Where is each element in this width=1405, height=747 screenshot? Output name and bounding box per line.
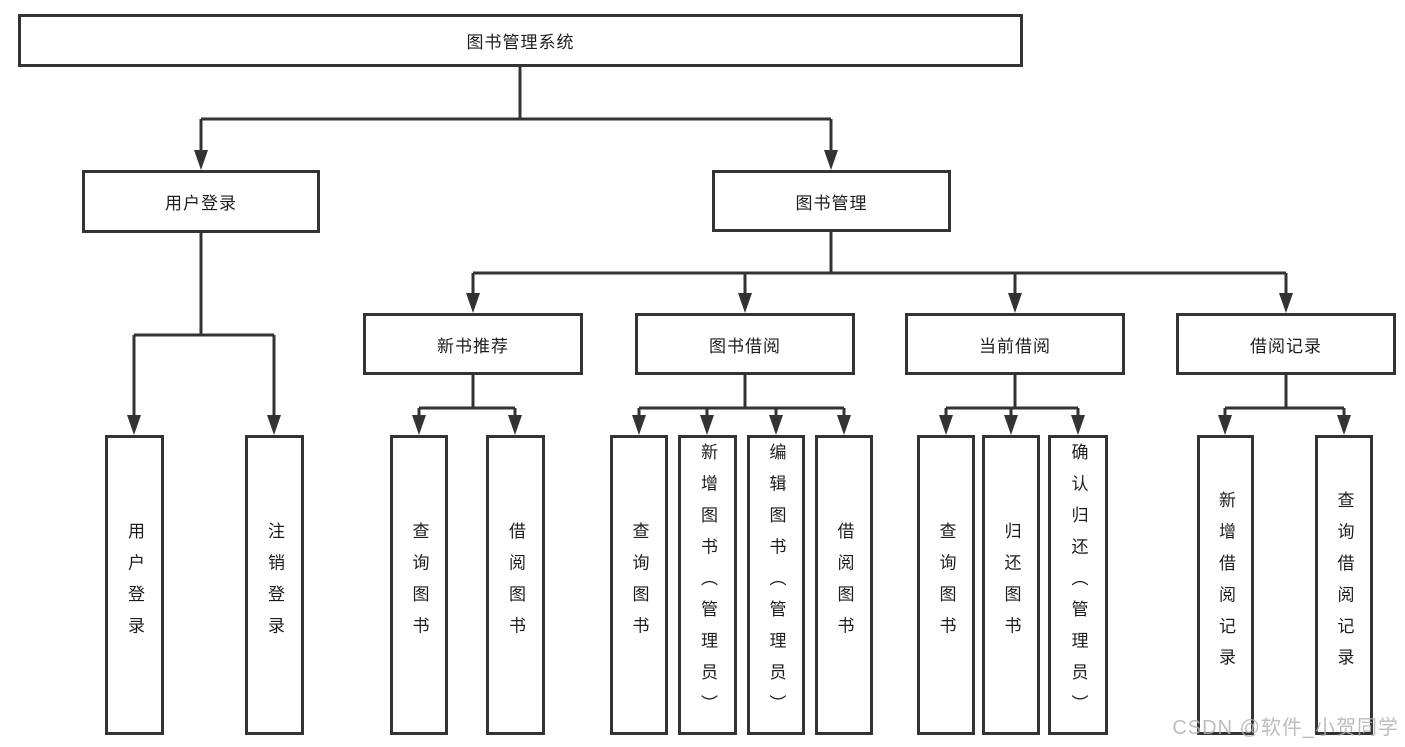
leaf-add-book-admin: 新增图书（管理员） bbox=[678, 435, 737, 735]
leaf-query-books-label: 查询图书 bbox=[936, 522, 956, 648]
leaf-add-borrow-record: 新增借阅记录 bbox=[1197, 435, 1254, 735]
leaf-query-books: 查询图书 bbox=[390, 435, 448, 735]
node-user-login-label: 用户登录 bbox=[165, 194, 237, 213]
leaf-query-borrow-record: 查询借阅记录 bbox=[1315, 435, 1373, 735]
leaf-borrow-books: 借阅图书 bbox=[815, 435, 873, 735]
node-book-management: 图书管理 bbox=[712, 170, 951, 232]
node-new-book-recommend: 新书推荐 bbox=[363, 313, 583, 375]
node-borrow-records: 借阅记录 bbox=[1176, 313, 1396, 375]
leaf-query-books: 查询图书 bbox=[610, 435, 668, 735]
leaf-user-login-label: 用户登录 bbox=[125, 522, 144, 648]
node-book-borrow: 图书借阅 bbox=[635, 313, 855, 375]
connector-book-borrow-branch bbox=[632, 375, 851, 435]
leaf-confirm-return-admin: 确认归还（管理员） bbox=[1048, 435, 1108, 735]
leaf-query-books-label: 查询图书 bbox=[629, 522, 649, 648]
leaf-logout-login: 注销登录 bbox=[245, 435, 304, 735]
node-book-management-label: 图书管理 bbox=[795, 193, 868, 213]
connector-root-to-level2 bbox=[194, 67, 838, 170]
connector-new-book-branch bbox=[412, 375, 522, 435]
leaf-add-book-admin-label: 新增图书（管理员） bbox=[698, 443, 717, 727]
csdn-watermark: CSDN @软件_小贺同学 bbox=[1172, 717, 1399, 739]
leaf-query-books-label: 查询图书 bbox=[409, 522, 429, 648]
leaf-add-borrow-record-label: 新增借阅记录 bbox=[1216, 490, 1235, 680]
leaf-edit-book-admin: 编辑图书（管理员） bbox=[747, 435, 805, 735]
leaf-borrow-books-label: 借阅图书 bbox=[834, 522, 854, 648]
connector-user-login-branch bbox=[127, 233, 281, 435]
leaf-logout-login-label: 注销登录 bbox=[265, 522, 284, 648]
leaf-return-book: 归还图书 bbox=[982, 435, 1040, 735]
node-borrow-records-label: 借阅记录 bbox=[1250, 336, 1322, 356]
connector-current-borrow-branch bbox=[939, 375, 1085, 435]
connector-book-management-to-level3 bbox=[466, 232, 1293, 313]
node-book-borrow-label: 图书借阅 bbox=[709, 336, 781, 356]
leaf-borrow-books-label: 借阅图书 bbox=[506, 522, 525, 648]
node-root: 图书管理系统 bbox=[18, 14, 1023, 67]
node-new-book-recommend-label: 新书推荐 bbox=[437, 336, 509, 356]
leaf-query-books: 查询图书 bbox=[917, 435, 975, 735]
leaf-edit-book-admin-label: 编辑图书（管理员） bbox=[766, 443, 786, 727]
leaf-query-borrow-record-label: 查询借阅记录 bbox=[1334, 490, 1354, 680]
leaf-confirm-return-admin-label: 确认归还（管理员） bbox=[1068, 443, 1088, 727]
leaf-borrow-books: 借阅图书 bbox=[486, 435, 545, 735]
connector-borrow-records-branch bbox=[1218, 375, 1351, 435]
node-current-borrow-label: 当前借阅 bbox=[979, 336, 1051, 356]
leaf-return-book-label: 归还图书 bbox=[1001, 522, 1021, 648]
leaf-user-login: 用户登录 bbox=[105, 435, 164, 735]
node-user-login: 用户登录 bbox=[82, 170, 320, 233]
node-root-label: 图书管理系统 bbox=[466, 33, 575, 52]
node-current-borrow: 当前借阅 bbox=[905, 313, 1125, 375]
